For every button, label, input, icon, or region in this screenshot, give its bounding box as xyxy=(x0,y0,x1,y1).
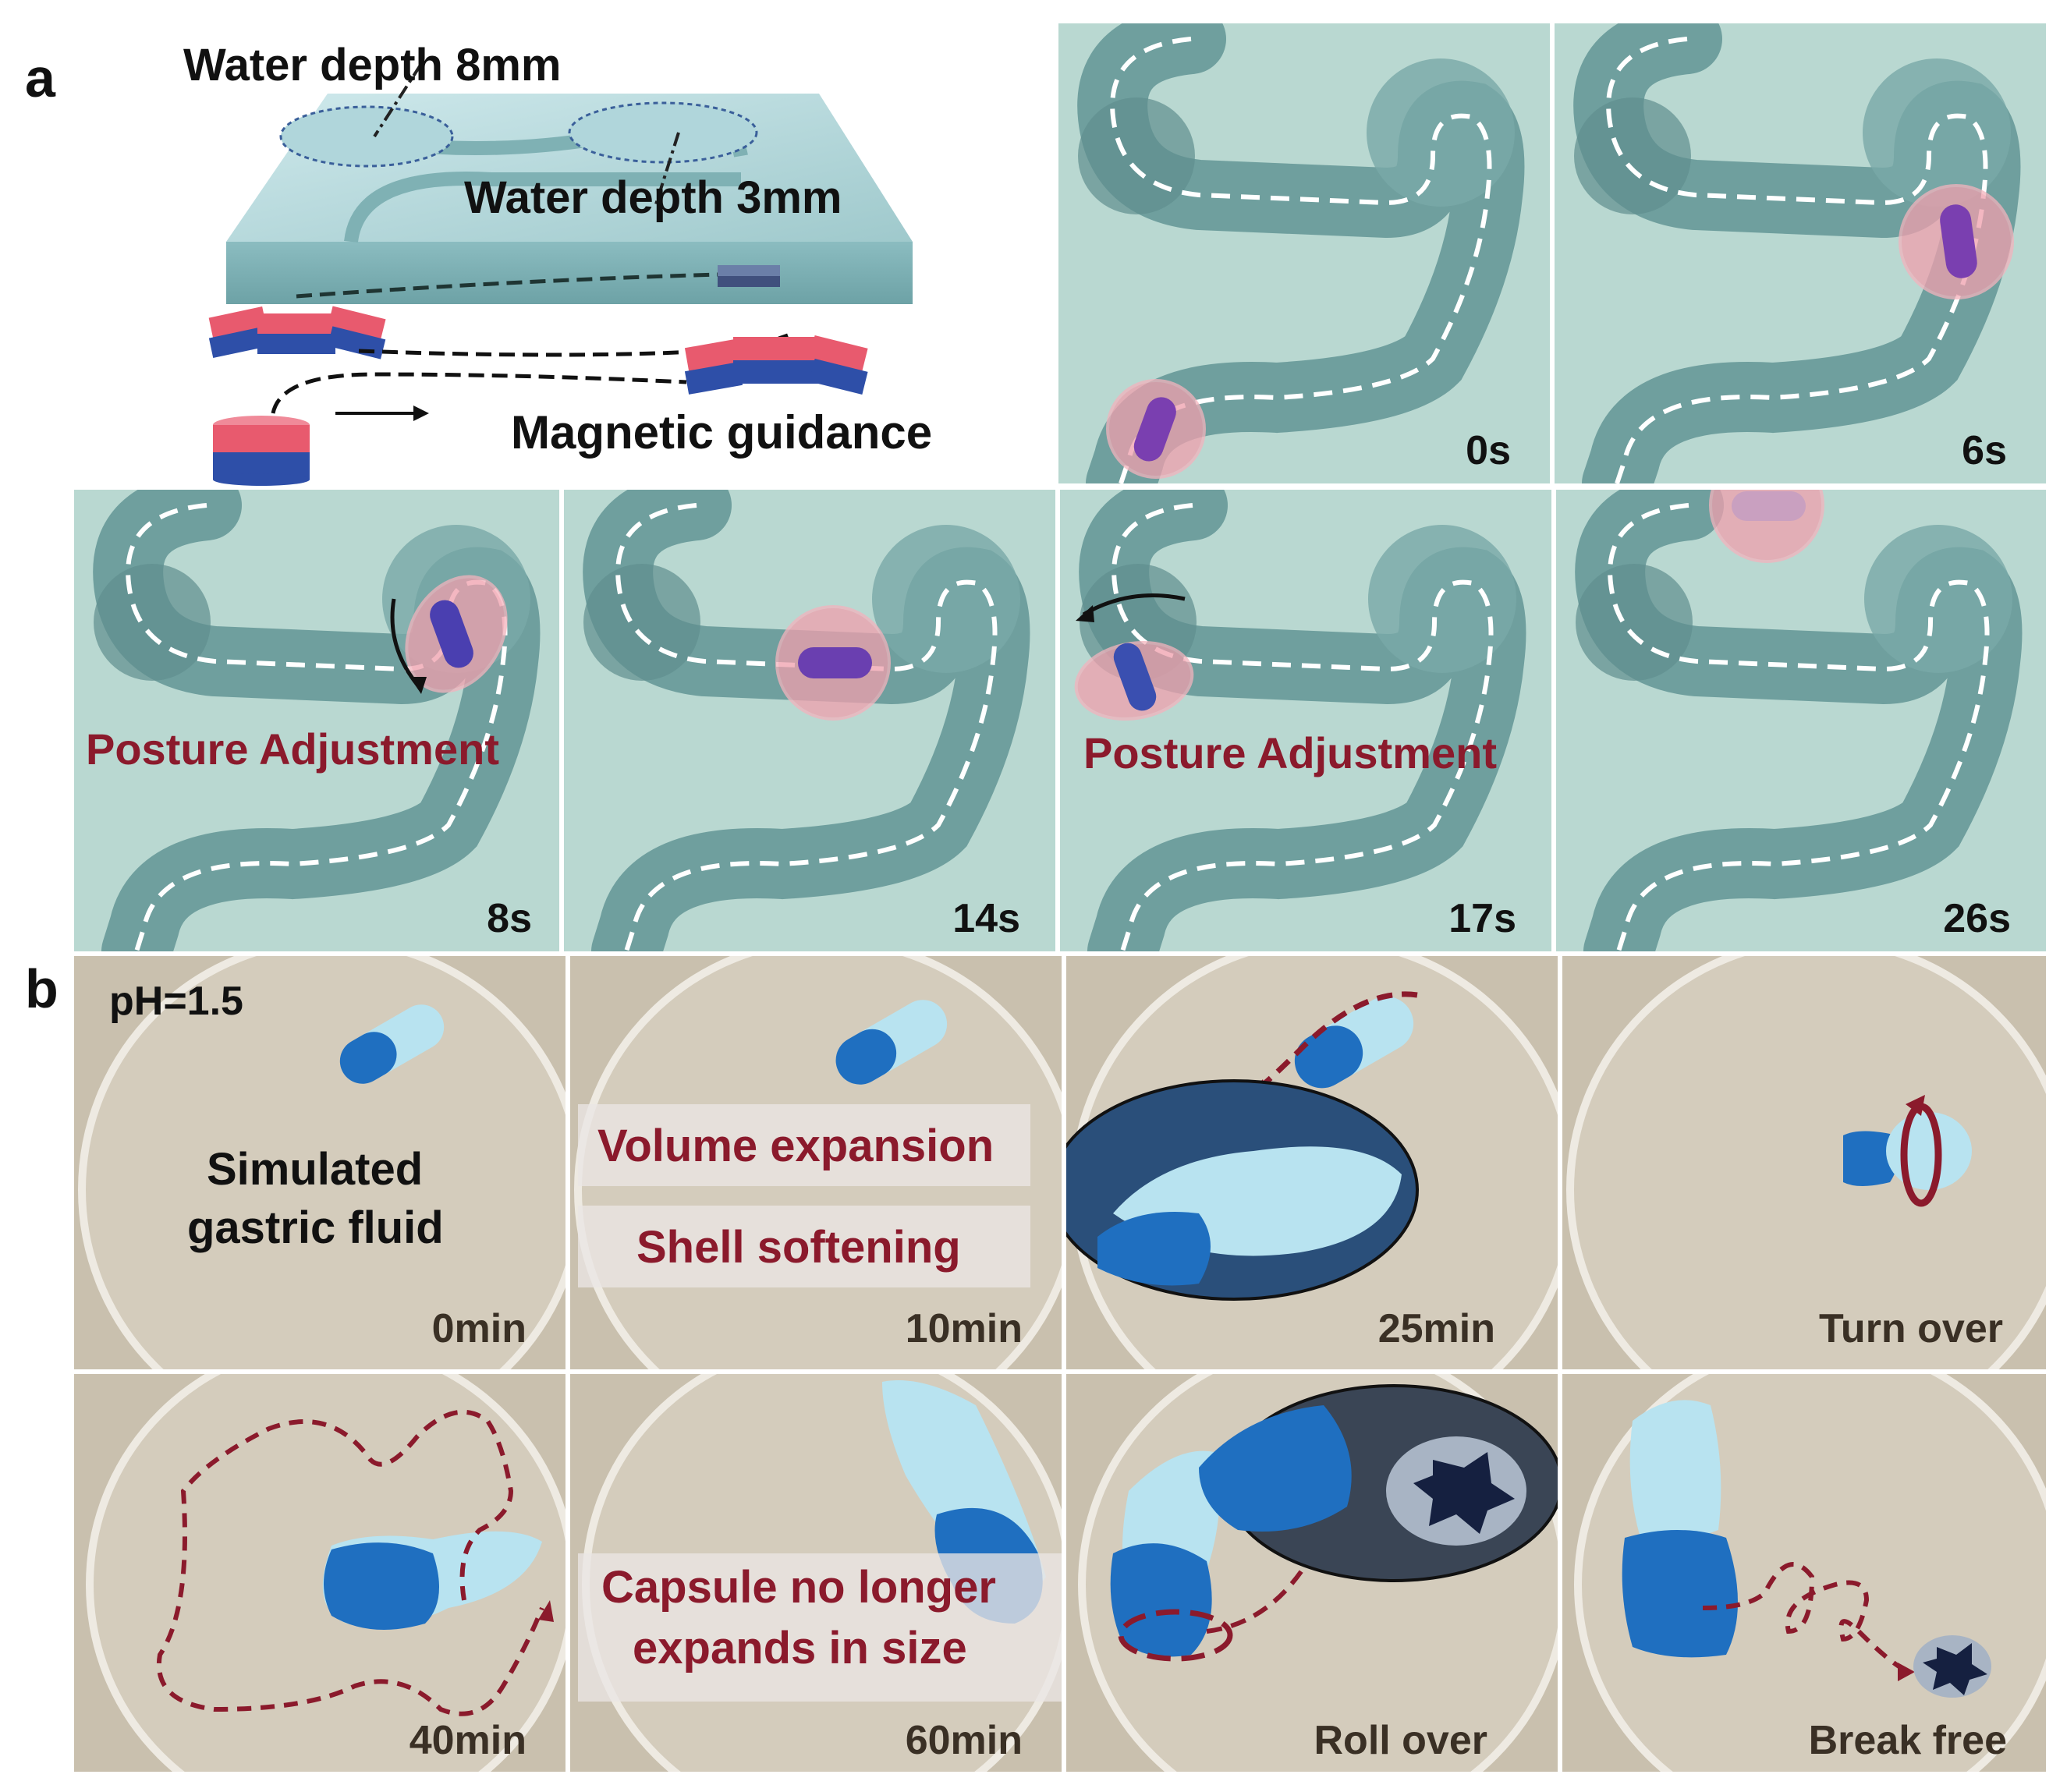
maze-frame-0s: 0s xyxy=(1058,23,1550,483)
dish-caption: 60min xyxy=(905,1718,1023,1763)
dish-caption: Turn over xyxy=(1819,1306,2003,1351)
dish-frame-roll-over: Roll over xyxy=(1066,1374,1558,1772)
maze-schematic xyxy=(195,47,1037,499)
label-water-depth-3mm: Water depth 3mm xyxy=(464,172,842,223)
volume-expansion-banner: Volume expansion xyxy=(597,1121,994,1171)
label-magnetic-guidance: Magnetic guidance xyxy=(511,406,933,459)
dish-caption: 10min xyxy=(905,1306,1023,1351)
frame-time: 17s xyxy=(1448,896,1516,941)
dish-frame-40min: 40min xyxy=(74,1374,566,1772)
fluid-label-line2: gastric fluid xyxy=(187,1202,444,1253)
shell-softening-banner: Shell softening xyxy=(636,1222,961,1273)
posture-adjustment-label: Posture Adjustment xyxy=(86,724,499,774)
maze-frame-14s: 14s xyxy=(564,490,1055,951)
frame-time: 0s xyxy=(1466,428,1511,473)
panel-b-letter: b xyxy=(25,958,58,1019)
frame-time: 8s xyxy=(487,896,532,941)
panel-a-letter: a xyxy=(25,48,55,108)
dish-frame-25min: 25min xyxy=(1066,956,1558,1369)
dish-caption: 40min xyxy=(409,1718,526,1763)
dish-caption: Break free xyxy=(1808,1718,2007,1763)
capsule-no-longer-line1: Capsule no longer xyxy=(601,1562,996,1613)
capsule-no-longer-line2: expands in size xyxy=(633,1623,967,1673)
label-water-depth-8mm: Water depth 8mm xyxy=(183,40,562,90)
fluid-label-line1: Simulated xyxy=(207,1144,424,1195)
dish-caption: 25min xyxy=(1377,1306,1495,1351)
dish-frame-break-free: Break free xyxy=(1562,1374,2046,1772)
frame-time: 26s xyxy=(1943,896,2011,941)
dish-frame-0min: pH=1.5 Simulated gastric fluid 0min xyxy=(74,956,566,1369)
dish-frame-10min: Volume expansion Shell softening 10min xyxy=(570,956,1062,1369)
ph-label: pH=1.5 xyxy=(109,979,243,1024)
dish-caption: Roll over xyxy=(1314,1718,1488,1763)
maze-frame-17s: Posture Adjustment 17s xyxy=(1060,490,1551,951)
dish-caption: 0min xyxy=(431,1306,526,1351)
dish-frame-turn-over: Turn over xyxy=(1562,956,2046,1369)
frame-time: 14s xyxy=(952,896,1020,941)
maze-frame-26s: 26s xyxy=(1556,490,2046,951)
posture-adjustment-label: Posture Adjustment xyxy=(1083,728,1497,777)
maze-frame-8s: Posture Adjustment 8s xyxy=(74,490,559,951)
frame-time: 6s xyxy=(1962,428,2007,473)
dish-frame-60min: Capsule no longer expands in size 60min xyxy=(570,1374,1062,1772)
maze-frame-6s: 6s xyxy=(1555,23,2046,483)
